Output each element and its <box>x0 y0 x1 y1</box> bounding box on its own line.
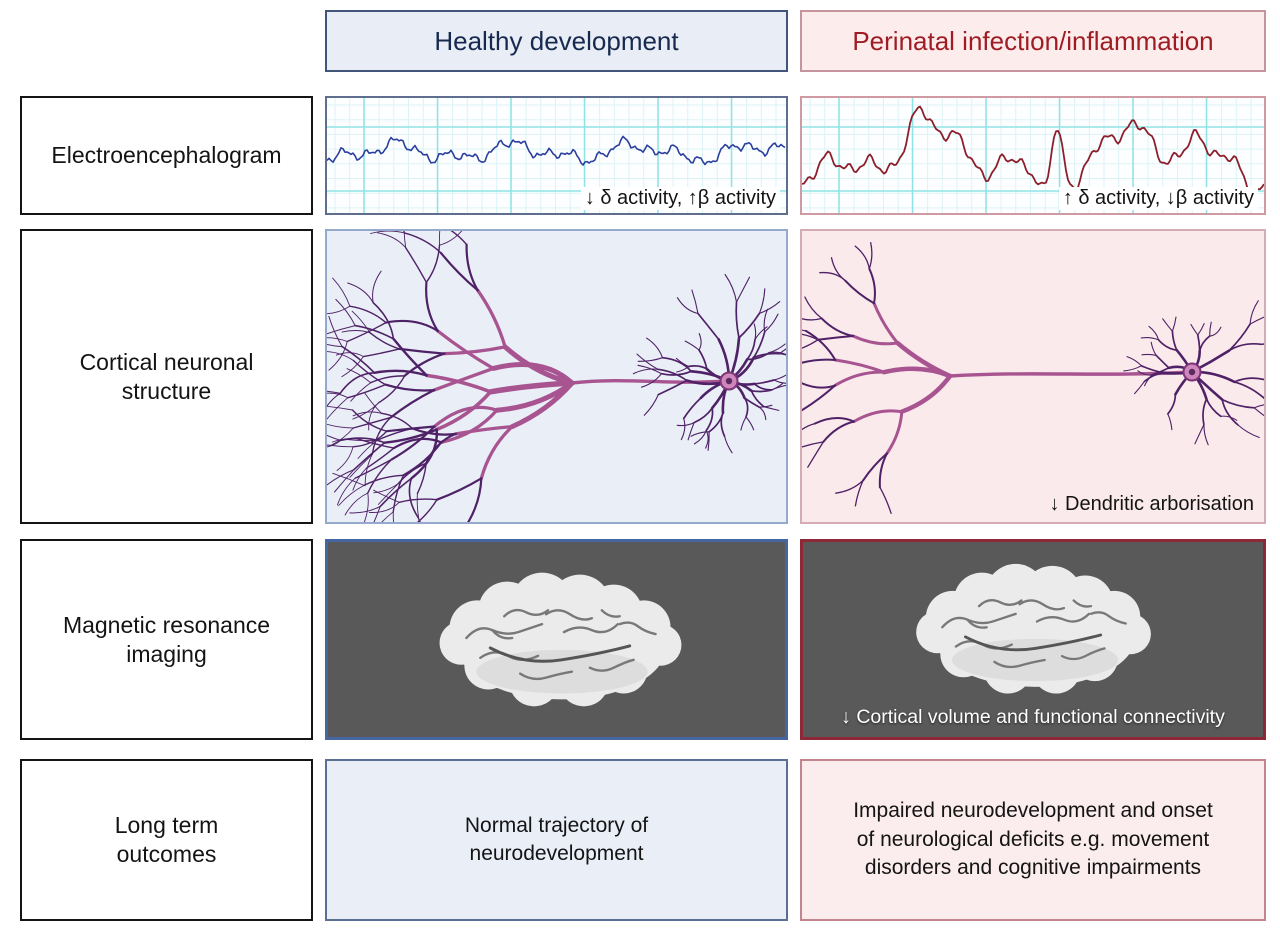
column-header-healthy-label: Healthy development <box>434 25 679 56</box>
neuron-healthy-panel <box>325 229 788 524</box>
brain-perinatal-illustration <box>916 563 1151 694</box>
row-label-text: Magnetic resonance imaging <box>62 611 271 667</box>
eeg-perinatal-annotation: ↑ δ activity, ↓β activity <box>1058 187 1258 210</box>
neuron-perinatal-annotation: ↓ Dendritic arborisation <box>1049 493 1254 515</box>
column-header-perinatal: Perinatal infection/inflammation <box>800 10 1266 72</box>
column-header-perinatal-label: Perinatal infection/inflammation <box>852 25 1214 56</box>
outcome-perinatal-box: Impaired neurodevelopment and onset of n… <box>800 759 1266 921</box>
eeg-healthy-panel: ↓ δ activity, ↑β activity <box>325 96 788 215</box>
row-label-electroencephalogram: Electroencephalogram <box>20 96 313 215</box>
row-label-text: Electroencephalogram <box>51 142 282 169</box>
eeg-healthy-annotation: ↓ δ activity, ↑β activity <box>580 187 780 210</box>
outcome-perinatal-text: Impaired neurodevelopment and onset of n… <box>853 799 1213 880</box>
outcome-healthy-text: Normal trajectory of neurodevelopment <box>464 813 649 865</box>
outcome-healthy-box: Normal trajectory of neurodevelopment <box>325 759 788 921</box>
mri-perinatal-caption: ↓ Cortical volume and functional connect… <box>841 706 1225 728</box>
row-label-cortical-neuronal-structure: Cortical neuronal structure <box>20 229 313 524</box>
mri-perinatal-panel: ↓ Cortical volume and functional connect… <box>800 539 1266 740</box>
row-label-long-term-outcomes: Long term outcomes <box>20 759 313 921</box>
row-label-text: Long term outcomes <box>114 812 219 867</box>
column-header-healthy: Healthy development <box>325 10 788 72</box>
mri-healthy-panel <box>325 539 788 740</box>
neuron-perinatal-illustration <box>802 242 1264 514</box>
row-label-magnetic-resonance-imaging: Magnetic resonance imaging <box>20 539 313 740</box>
neuron-perinatal-panel: ↓ Dendritic arborisation <box>800 229 1266 524</box>
neuron-healthy-illustration <box>327 231 786 522</box>
brain-healthy-illustration <box>439 572 682 707</box>
row-label-text: Cortical neuronal structure <box>79 348 254 404</box>
eeg-perinatal-panel: ↑ δ activity, ↓β activity <box>800 96 1266 215</box>
